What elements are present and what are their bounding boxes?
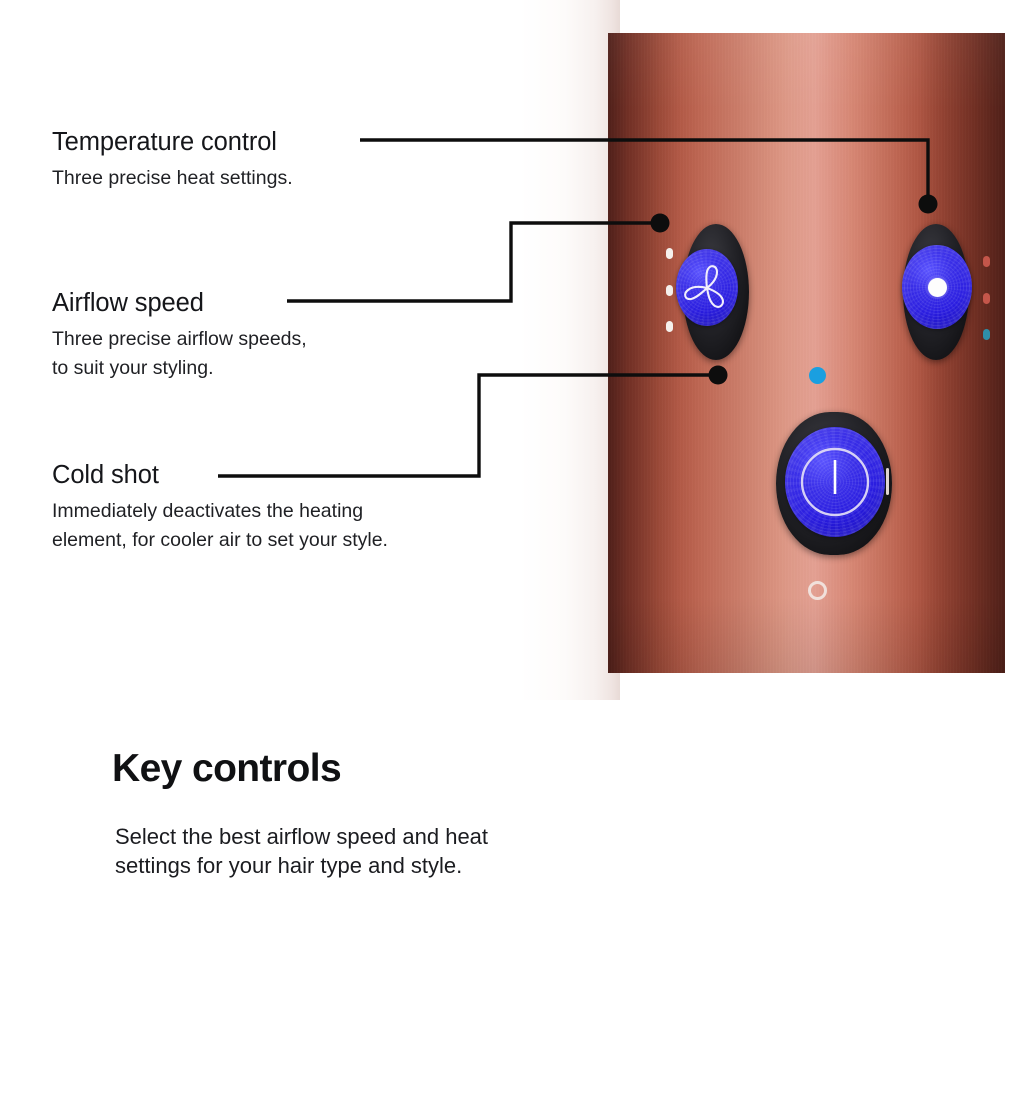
power-on-marker [886,468,889,495]
callout-body-cold-shot: Immediately deactivates the heating elem… [52,500,388,551]
callout-cold-shot: Cold shot Immediately deactivates the he… [52,461,388,555]
callout-title-airflow-speed: Airflow speed [52,289,204,317]
section-body: Select the best airflow speed and heat s… [115,823,489,879]
airflow-dot-3 [666,321,673,332]
product-photo [520,0,1030,700]
heat-indicator-dots [982,256,991,340]
airflow-dot-2 [666,284,673,296]
standby-indicator-dot [809,367,826,384]
power-off-marker [808,581,827,600]
section-heading: Key controls [112,747,342,790]
heat-dot-1 [983,256,990,267]
heat-dot-2 [983,292,990,304]
photo-left-fade [520,0,620,700]
temperature-control-disc[interactable] [902,245,972,329]
heat-dot-3 [983,329,990,340]
callout-body-temperature-control: Three precise heat settings. [52,167,293,190]
airflow-dot-1 [666,248,673,259]
key-controls-section: Key controls Select the best airflow spe… [112,747,752,880]
callout-airflow-speed: Airflow speed Three precise airflow spee… [52,289,307,383]
callout-body-airflow-speed: Three precise airflow speeds, to suit yo… [52,328,307,379]
airflow-indicator-dots [665,248,674,332]
callout-temperature-control: Temperature control Three precise heat s… [52,128,293,193]
callout-title-cold-shot: Cold shot [52,461,159,489]
fan-icon [684,265,724,308]
callout-title-temperature-control: Temperature control [52,128,277,156]
power-icon [800,447,870,517]
dot-indicator-icon [928,278,947,297]
